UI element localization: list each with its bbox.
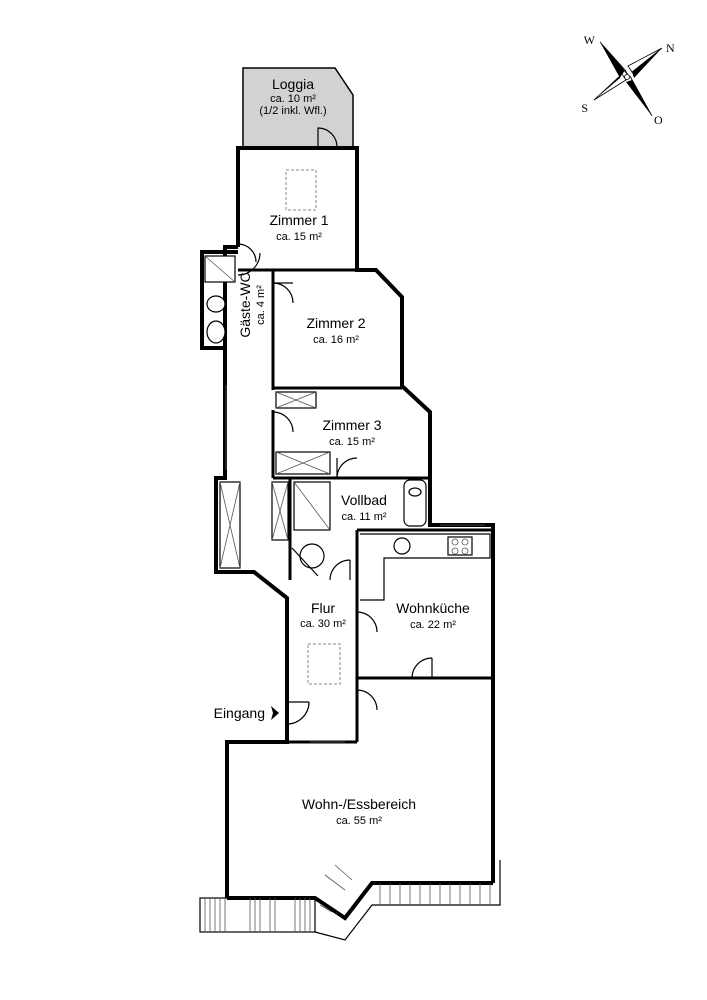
loggia-note: (1/2 inkl. Wfl.) [259,105,326,117]
zimmer2-label: Zimmer 2 [306,315,365,331]
zimmer2-area: ca. 16 m² [313,334,359,346]
zimmer3-area: ca. 15 m² [329,436,375,448]
vollbad-area: ca. 11 m² [341,511,386,523]
zimmer1-label: Zimmer 1 [269,212,328,228]
exterior-wall [236,146,432,472]
flur-area: ca. 30 m² [300,618,346,630]
compass-s: S [581,101,588,115]
compass-o: O [654,113,663,127]
wohnkueche-area: ca. 22 m² [410,619,456,631]
compass-w: W [584,33,596,47]
loggia-area [242,67,354,148]
vollbad-label: Vollbad [341,492,387,508]
entrance-arrow-icon [271,706,279,720]
loggia-area-text: ca. 10 m² [270,93,316,105]
compass-n: N [666,41,675,55]
wohn-ess-label: Wohn-/Essbereich [302,796,416,812]
gaeste-wc-label: Gäste-WC [237,272,253,337]
wohnkueche-label: Wohnküche [396,600,470,616]
wohn-ess-area: ca. 55 m² [336,815,382,827]
gaeste-wc-area: ca. 4 m² [255,285,267,325]
zimmer3-label: Zimmer 3 [322,417,381,433]
compass-icon [593,41,663,117]
zimmer1-area: ca. 15 m² [276,231,322,243]
loggia-label: Loggia [272,76,314,92]
balcony-railing [199,860,501,941]
flur-label: Flur [311,600,335,616]
entrance-label: Eingang [214,705,265,721]
